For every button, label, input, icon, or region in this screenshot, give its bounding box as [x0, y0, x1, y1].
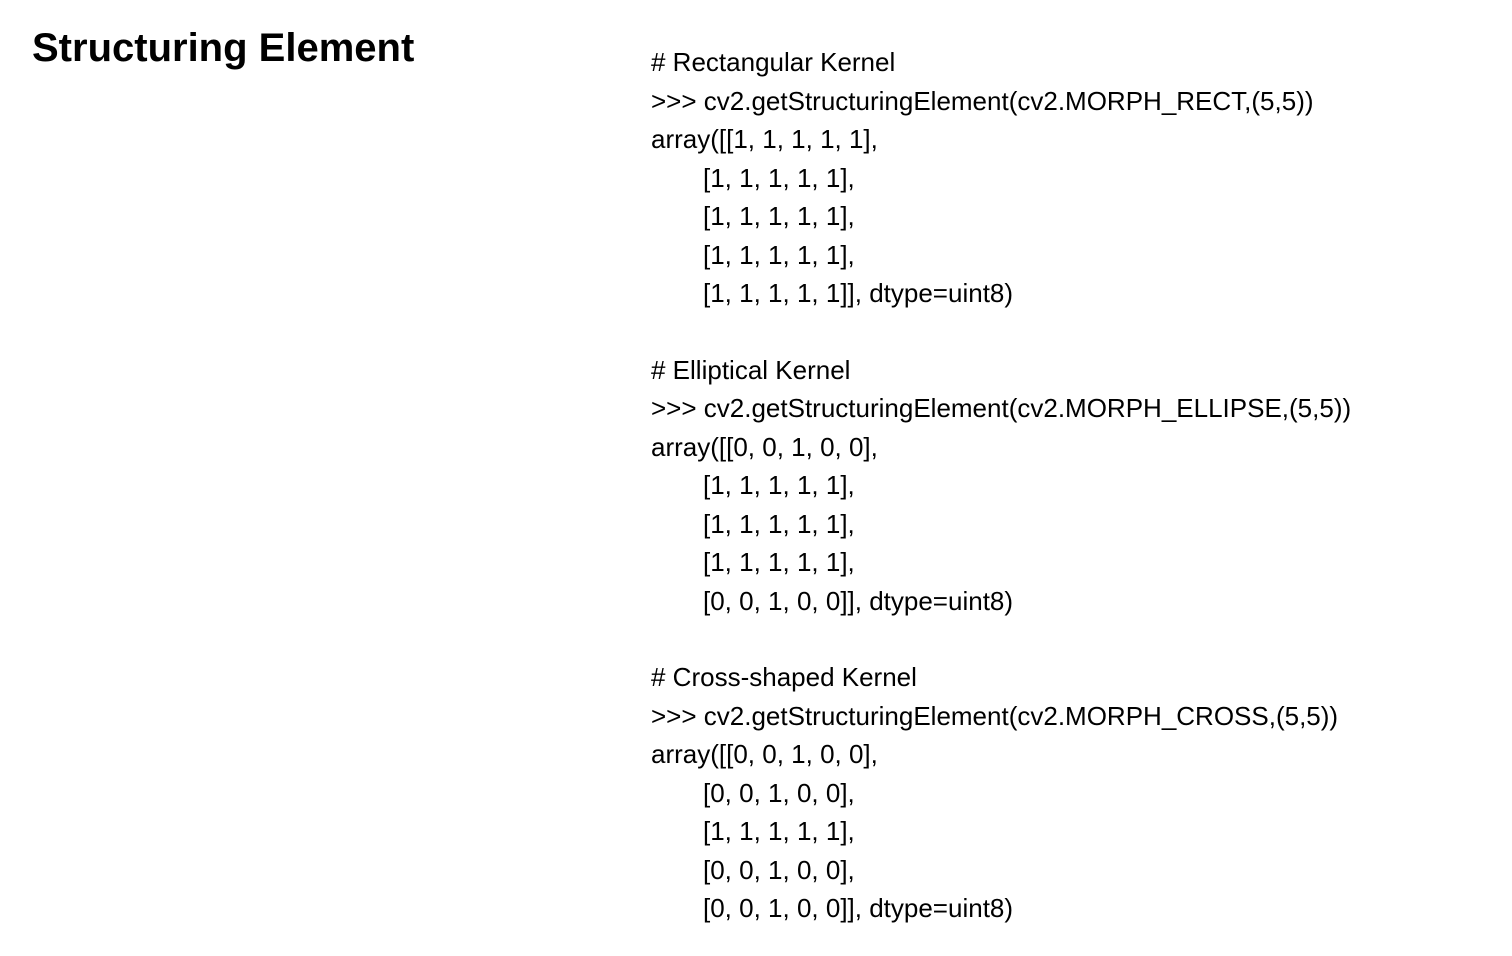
- array-row: array([[0, 0, 1, 0, 0],: [651, 431, 878, 462]
- array-row: [0, 0, 1, 0, 0]], dtype=uint8): [703, 585, 1014, 616]
- array-row: [0, 0, 1, 0, 0],: [703, 777, 855, 808]
- array-row: [1, 1, 1, 1, 1],: [703, 547, 855, 577]
- array-row: [1, 1, 1, 1, 1]], dtype=uint8): [703, 278, 1014, 308]
- kernel-comment: # Cross-shaped Kernel: [651, 662, 917, 692]
- rectangular-kernel-block: # Rectangular Kernel >>> cv2.getStructur…: [651, 43, 1491, 313]
- array-row: [1, 1, 1, 1, 1],: [703, 508, 855, 539]
- kernel-call: >>> cv2.getStructuringElement(cv2.MORPH_…: [651, 393, 1352, 423]
- array-row: [1, 1, 1, 1, 1],: [703, 201, 855, 231]
- array-row: [1, 1, 1, 1, 1],: [703, 239, 855, 270]
- elliptical-kernel-block: # Elliptical Kernel >>> cv2.getStructuri…: [651, 351, 1491, 621]
- array-row: [0, 0, 1, 0, 0]], dtype=uint8): [703, 893, 1014, 923]
- kernel-comment: # Elliptical Kernel: [651, 354, 851, 385]
- slide-title: Structuring Element: [32, 26, 415, 70]
- kernel-call: >>> cv2.getStructuringElement(cv2.MORPH_…: [651, 700, 1339, 731]
- kernel-call: >>> cv2.getStructuringElement(cv2.MORPH_…: [651, 85, 1314, 116]
- cross-kernel-block: # Cross-shaped Kernel >>> cv2.getStructu…: [651, 658, 1491, 928]
- kernel-comment: # Rectangular Kernel: [651, 47, 896, 77]
- array-row: array([[1, 1, 1, 1, 1],: [651, 124, 878, 154]
- array-row: [1, 1, 1, 1, 1],: [703, 162, 855, 193]
- array-row: [0, 0, 1, 0, 0],: [703, 854, 855, 885]
- array-row: [1, 1, 1, 1, 1],: [703, 470, 855, 500]
- code-panel: # Rectangular Kernel >>> cv2.getStructur…: [651, 43, 1491, 928]
- array-row: array([[0, 0, 1, 0, 0],: [651, 739, 878, 769]
- array-row: [1, 1, 1, 1, 1],: [703, 816, 855, 846]
